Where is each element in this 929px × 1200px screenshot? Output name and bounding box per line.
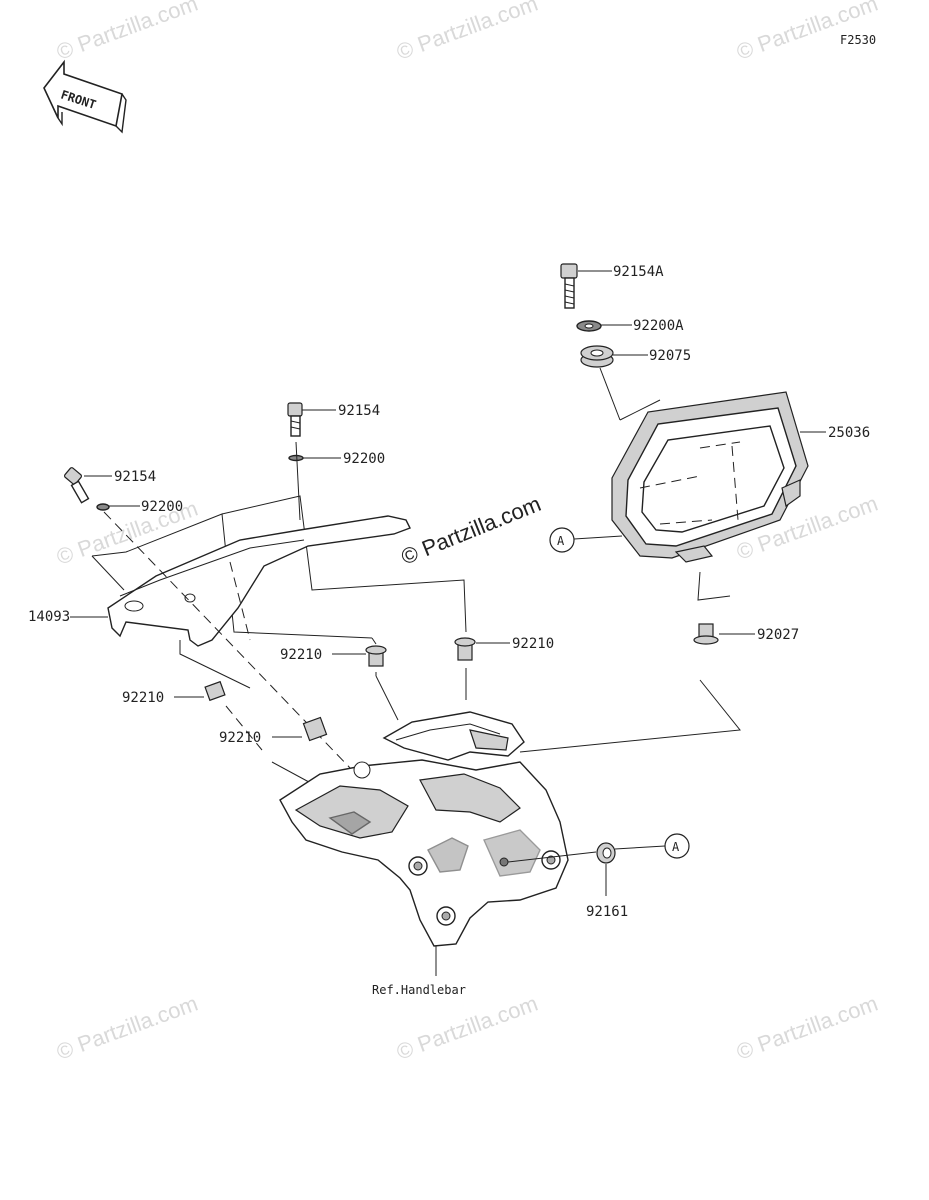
collar-92027 [693, 571, 755, 645]
washer-92200A [576, 320, 632, 332]
watermark: © Partzilla.com [733, 991, 881, 1065]
nut-92161 [596, 842, 666, 896]
bolt-92154-mid [287, 402, 336, 437]
callout-a-label: A [672, 840, 680, 854]
collar-92210-b [454, 637, 510, 700]
part-number-92200A: 92200A [633, 318, 684, 334]
bracket-14093 [70, 441, 467, 771]
part-number-92210-a: 92210 [280, 647, 322, 663]
part-number-25036: 25036 [828, 425, 870, 441]
watermark: © Partzilla.com [393, 991, 541, 1065]
part-number-14093: 14093 [28, 609, 70, 625]
watermark: © Partzilla.com [393, 0, 541, 65]
washer-92200-mid [288, 454, 341, 462]
meter-assembly-25036 [599, 367, 826, 563]
part-number-92154-mid: 92154 [338, 403, 380, 419]
bolt-92154-left [63, 467, 112, 504]
front-arrow-icon: FRONT [43, 59, 127, 134]
part-number-92161: 92161 [586, 904, 628, 920]
part-number-92027: 92027 [757, 627, 799, 643]
center-watermark: © Partzilla.com [398, 491, 545, 570]
callout-a-label: A [557, 534, 565, 548]
washer-92200-left [96, 503, 140, 511]
part-number-92200-left: 92200 [141, 499, 183, 515]
watermark: © Partzilla.com [53, 991, 201, 1065]
meter-stay-bracket [279, 679, 741, 976]
collar-92210-a [332, 637, 399, 721]
callout-a-nut: A [664, 833, 690, 859]
part-number-92075: 92075 [649, 348, 691, 364]
collar-92210-c [174, 640, 263, 751]
part-number-92210-d: 92210 [219, 730, 261, 746]
ref-handlebar-label: Ref.Handlebar [372, 983, 466, 997]
diagram-code: F2530 [840, 33, 876, 47]
watermark: © Partzilla.com [53, 0, 201, 65]
part-number-92200-mid: 92200 [343, 451, 385, 467]
part-number-92210-b: 92210 [512, 636, 554, 652]
part-number-92154A: 92154A [613, 264, 664, 280]
callout-a-meter: A [549, 527, 623, 553]
part-number-92154-left: 92154 [114, 469, 156, 485]
bolt-92154A [560, 263, 612, 309]
part-number-92210-c: 92210 [122, 690, 164, 706]
collar-92210-d [271, 716, 328, 789]
grommet-92075 [580, 345, 648, 368]
